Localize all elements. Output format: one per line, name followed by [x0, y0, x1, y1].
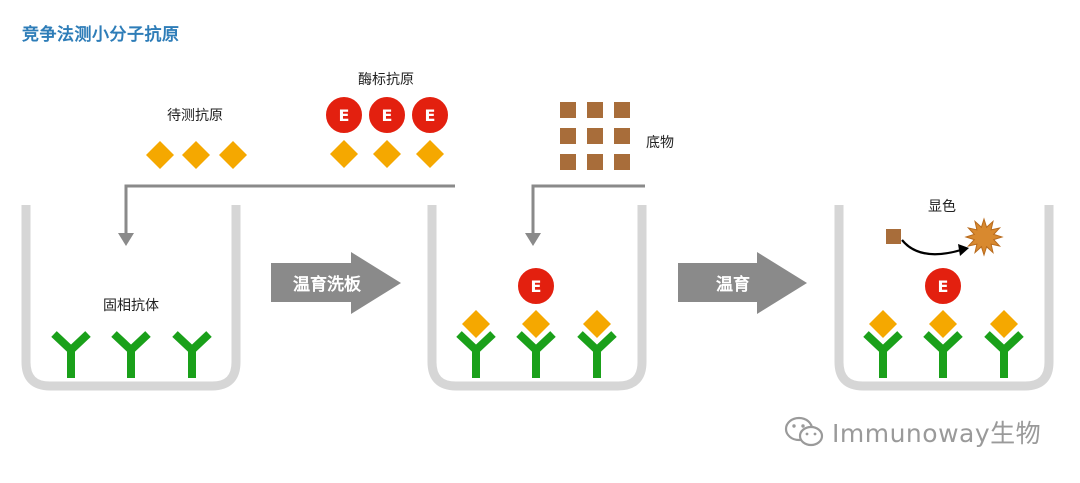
antibody-y	[984, 331, 1024, 378]
well-3	[834, 205, 1054, 391]
bound-antigen-diamond	[990, 310, 1018, 338]
step-label-incubate: 温育	[716, 274, 750, 295]
substrate-square	[614, 128, 630, 144]
test-antigen-diamond	[182, 141, 210, 169]
reaction-arrowhead	[958, 244, 969, 256]
test-antigen-group	[146, 141, 247, 169]
label-enzyme-antigen: 酶标抗原	[358, 72, 414, 88]
antibody-y	[51, 331, 91, 378]
watermark: Immunoway生物	[784, 414, 1041, 450]
substrate-square	[614, 154, 630, 170]
substrate-square	[587, 128, 603, 144]
label-substrate: 底物	[646, 135, 674, 151]
color-reaction	[886, 217, 1004, 257]
bound-antigen-diamond	[929, 310, 957, 338]
substrate-square	[560, 154, 576, 170]
antibody-y	[456, 331, 496, 378]
substrate-square	[560, 102, 576, 118]
substrate-square	[587, 102, 603, 118]
substrate-group	[560, 102, 630, 170]
watermark-text: Immunoway生物	[832, 419, 1042, 448]
enzyme-antigen-diamond	[416, 140, 444, 168]
antibody-y	[863, 331, 903, 378]
test-antigen-diamond	[146, 141, 174, 169]
enzyme-label: E	[339, 106, 350, 125]
bound-antigen-diamond	[583, 310, 611, 338]
substrate-square-reacting	[886, 229, 901, 244]
well-1	[21, 205, 241, 391]
well-2-contents: E	[456, 266, 617, 378]
enzyme-label: E	[425, 106, 436, 125]
enzyme-label: E	[938, 277, 949, 296]
feed-arrow-2	[525, 184, 645, 246]
step-label-wash: 温育洗板	[293, 274, 362, 295]
enzyme-label: E	[382, 106, 393, 125]
enzyme-circle	[367, 95, 407, 135]
test-antigen-diamond	[219, 141, 247, 169]
enzyme-circle	[516, 266, 556, 306]
step-arrow-1: 温育洗板	[271, 252, 401, 314]
step-arrow-2: 温育	[678, 252, 807, 314]
antibody-y	[111, 331, 151, 378]
color-burst-icon	[964, 217, 1004, 257]
antibody-y	[172, 331, 212, 378]
enzyme-circle	[923, 266, 963, 306]
substrate-square	[587, 154, 603, 170]
enzyme-antigen-diamond	[330, 140, 358, 168]
feed-arrow-1	[118, 184, 455, 246]
enzyme-circle	[324, 95, 364, 135]
substrate-square	[614, 102, 630, 118]
wechat-icon	[784, 416, 824, 447]
label-color: 显色	[928, 198, 956, 215]
antibody-y	[516, 331, 556, 378]
reaction-arrow	[901, 239, 962, 256]
antibody-y	[577, 331, 617, 378]
substrate-square	[560, 128, 576, 144]
bound-antigen-diamond	[462, 310, 490, 338]
well-2	[427, 205, 647, 391]
well-3-contents: E	[863, 266, 1024, 378]
label-test-antigen: 待测抗原	[167, 108, 223, 124]
enzyme-antigen-diamond	[373, 140, 401, 168]
diagram-title: 竞争法测小分子抗原	[22, 25, 180, 45]
enzyme-label: E	[531, 277, 542, 296]
bound-antigen-diamond	[869, 310, 897, 338]
enzyme-circle	[410, 95, 450, 135]
well-1-contents	[51, 331, 212, 378]
antibody-y	[923, 331, 963, 378]
bound-antigen-diamond	[522, 310, 550, 338]
label-coated-antibody: 固相抗体	[103, 298, 159, 314]
